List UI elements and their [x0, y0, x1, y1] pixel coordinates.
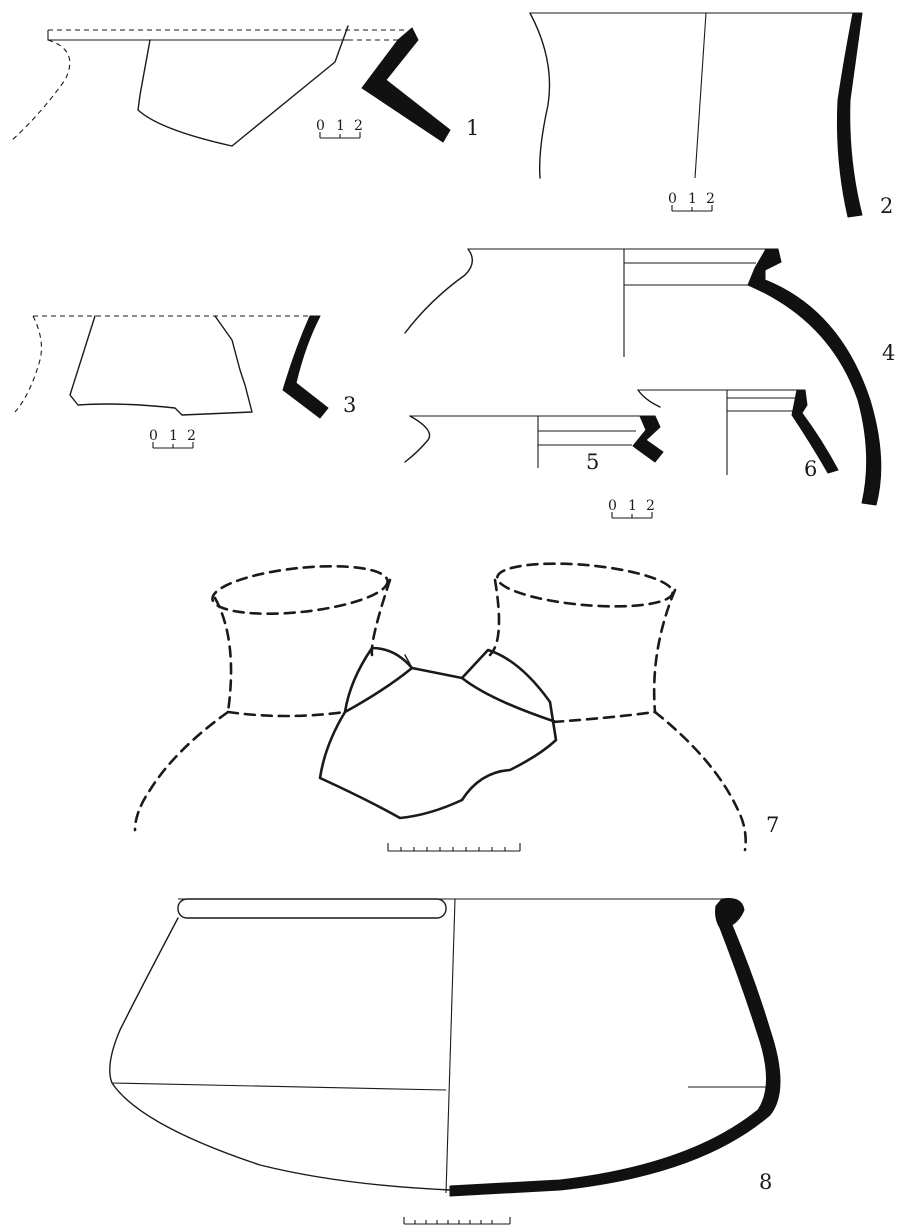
scale-label-2: 2 [646, 498, 655, 514]
scale-label-2: 2 [187, 428, 196, 444]
scale-label-1: 1 [169, 428, 178, 444]
scale-label-2: 2 [706, 191, 715, 207]
figure-number-2: 2 [880, 194, 893, 218]
scale-bar-5 [387, 843, 521, 852]
scale-label-0: 0 [608, 498, 617, 514]
scale-bar-3: 0 1 2 [149, 428, 196, 449]
figure-number-7: 7 [766, 813, 779, 837]
vessel-4: 4 [404, 248, 895, 506]
scale-label-1: 1 [336, 118, 345, 134]
vessel-7: 7 [133, 562, 779, 852]
vessel-1: 0 1 2 1 [9, 25, 479, 147]
vessel-8: 8 [109, 898, 781, 1225]
vessel-2: 0 1 2 2 [529, 12, 893, 218]
figure-number-3: 3 [343, 393, 356, 417]
vessel-3: 0 1 2 3 [14, 315, 356, 449]
scale-label-0: 0 [149, 428, 158, 444]
scale-bar-1: 0 1 2 [316, 118, 363, 139]
scale-bar-6 [403, 1217, 511, 1225]
figure-number-6: 6 [804, 457, 817, 481]
scale-bar-2: 0 1 2 [668, 191, 715, 212]
vessel-5: 5 [404, 415, 664, 474]
scale-label-1: 1 [688, 191, 697, 207]
scale-label-1: 1 [628, 498, 637, 514]
scale-label-0: 0 [668, 191, 677, 207]
scale-label-0: 0 [316, 118, 325, 134]
figure-number-4: 4 [882, 341, 895, 365]
scale-label-2: 2 [354, 118, 363, 134]
figure-number-5: 5 [586, 450, 599, 474]
scale-bar-4: 0 1 2 [608, 498, 655, 519]
vessel-6: 6 [637, 389, 839, 481]
figure-number-8: 8 [759, 1170, 772, 1194]
figure-number-1: 1 [466, 116, 479, 140]
